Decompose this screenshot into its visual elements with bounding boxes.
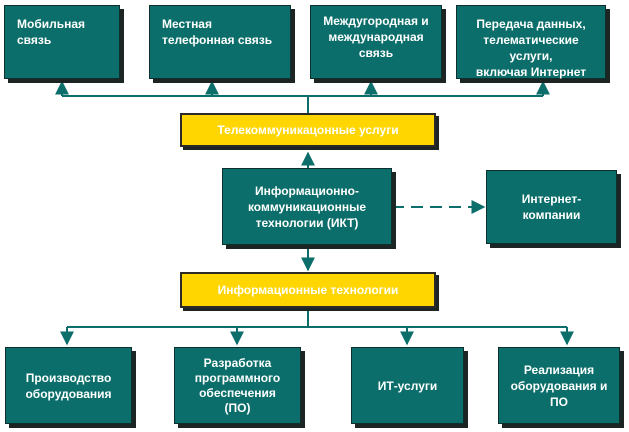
equipment-sales-box: Реализация оборудования и ПО [498, 347, 620, 424]
data-transfer-label: Передача данных, телематические услуги, … [475, 17, 587, 79]
data-transfer-box: Передача данных, телематические услуги, … [456, 5, 606, 79]
info-tech-label: Информационные технологии [217, 283, 399, 297]
mobile-communication-box: Мобильная связь [4, 5, 120, 79]
local-telephony-box: Местная телефонная связь [149, 5, 291, 79]
long-distance-box: Междугородная и международная связь [310, 5, 442, 79]
telecom-services-box: Телекоммуникацонные услуги [180, 113, 436, 147]
internet-companies-box: Интернет-компании [486, 170, 617, 244]
equipment-production-box: Производство оборудования [5, 347, 132, 424]
local-telephony-label: Местная телефонная связь [162, 17, 273, 47]
software-development-label: Разработка программного обеспечения (ПО) [194, 355, 281, 415]
equipment-sales-label: Реализация оборудования и ПО [510, 362, 608, 409]
ict-box: Информационно- коммуникационные технолог… [222, 168, 392, 245]
long-distance-label: Междугородная и международная связь [323, 14, 429, 60]
equipment-production-label: Производство оборудования [25, 370, 112, 401]
ict-label: Информационно- коммуникационные технолог… [247, 183, 367, 230]
it-services-box: ИТ-услуги [351, 347, 464, 424]
telecom-services-label: Телекоммуникацонные услуги [217, 123, 399, 137]
it-services-label: ИТ-услуги [377, 378, 438, 393]
software-development-box: Разработка программного обеспечения (ПО) [174, 347, 301, 424]
internet-companies-label: Интернет-компании [521, 192, 582, 222]
mobile-communication-label: Мобильная связь [17, 17, 86, 47]
info-tech-box: Информационные технологии [180, 272, 436, 308]
